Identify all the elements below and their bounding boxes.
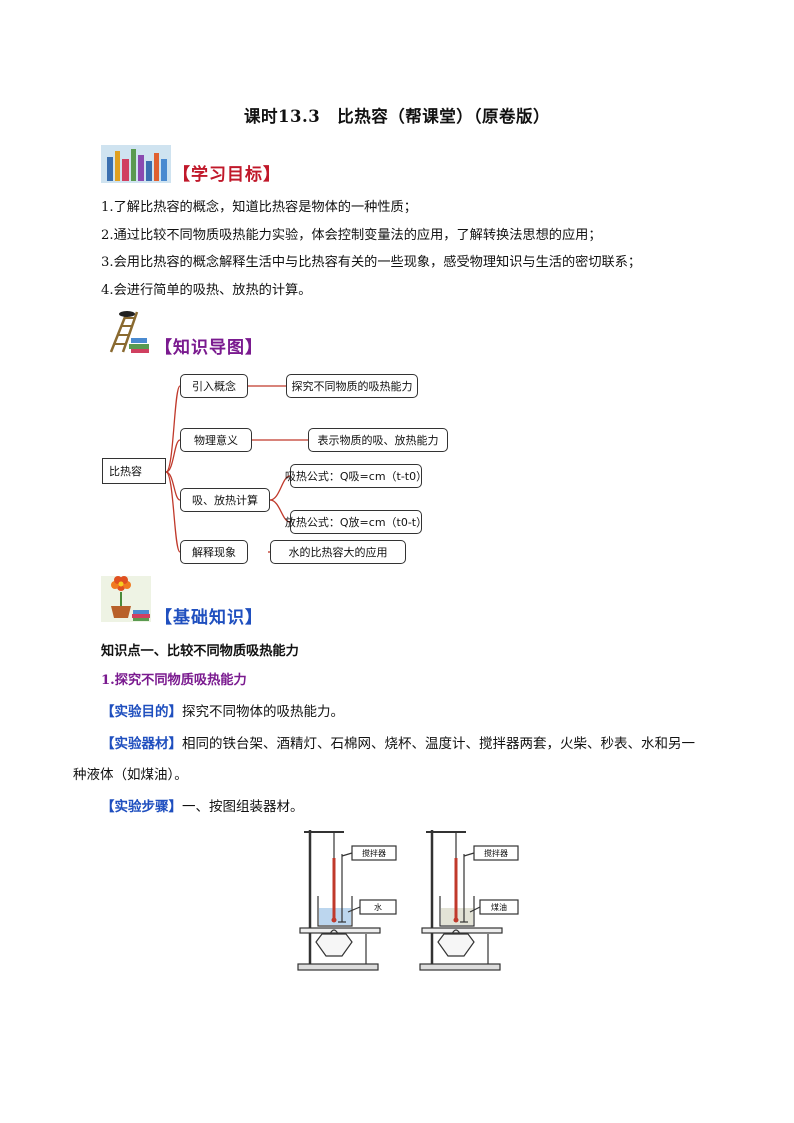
experiment-figure: 搅拌器 水 搅拌器 煤油	[294, 824, 540, 984]
map-leaf-release: 放热公式：Q放=cm（t0-t）	[285, 510, 427, 534]
left-stirrer-label: 搅拌器	[362, 849, 386, 858]
steps-tag: 【实验步骤】	[101, 799, 182, 815]
equipment-text: 相同的铁台架、酒精灯、石棉网、烧杯、温度计、搅拌器两套，火柴、秒表、水和另一	[182, 736, 695, 752]
right-stirrer-label: 搅拌器	[484, 849, 508, 858]
equipment-tag: 【实验器材】	[101, 736, 182, 752]
map-branch-phenomena: 解释现象	[180, 540, 248, 564]
left-liquid-label: 水	[374, 903, 382, 912]
purpose-line: 【实验目的】探究不同物体的吸热能力。	[101, 696, 731, 728]
steps-line: 【实验步骤】一、按图组装器材。	[101, 791, 731, 823]
map-label: 【知识导图】	[155, 338, 263, 358]
knowledge-point-title: 知识点一、比较不同物质吸热能力	[101, 644, 299, 659]
map-branch-meaning: 物理意义	[180, 428, 252, 452]
map-branch-concept: 引入概念	[180, 374, 248, 398]
goal-item: 3.会用比热容的概念解释生活中与比热容有关的一些现象，感受物理知识与生活的密切联…	[101, 255, 642, 270]
knowledge-map: 比热容 引入概念 探究不同物质的吸热能力 物理意义 表示物质的吸、放热能力 吸、…	[100, 372, 460, 572]
equipment-line-2: 种液体（如煤油）。	[73, 767, 188, 783]
equipment-line: 【实验器材】相同的铁台架、酒精灯、石棉网、烧杯、温度计、搅拌器两套，火柴、秒表、…	[101, 728, 731, 760]
steps-text: 一、按图组装器材。	[182, 799, 304, 815]
page-title: 课时13.3 比热容（帮课堂）（原卷版）	[244, 107, 550, 126]
goal-item: 1.了解比热容的概念，知道比热容是物体的一种性质；	[101, 200, 417, 215]
goal-item: 2.通过比较不同物质吸热能力实验，体会控制变量法的应用，了解转换法思想的应用；	[101, 227, 602, 243]
apparatus-drawing	[297, 830, 519, 971]
subsection-title: 1.探究不同物质吸热能力	[101, 673, 247, 688]
flower-pot-icon	[101, 576, 151, 622]
basics-label: 【基础知识】	[155, 608, 263, 628]
purpose-text: 探究不同物体的吸热能力。	[182, 704, 344, 720]
goal-item: 4.会进行简单的吸热、放热的计算。	[101, 282, 312, 298]
books-icon	[101, 145, 171, 183]
goals-list: 1.了解比热容的概念，知道比热容是物体的一种性质； 2.通过比较不同物质吸热能力…	[101, 194, 741, 304]
goals-label: 【学习目标】	[173, 165, 281, 185]
ladder-books-icon	[109, 311, 149, 353]
map-leaf-absorb: 吸热公式：Q吸=cm（t-t0）	[285, 464, 427, 488]
map-leaf-phenomena: 水的比热容大的应用	[270, 540, 406, 564]
basics-header: 【基础知识】	[101, 576, 263, 628]
goals-header: 【学习目标】	[101, 145, 281, 185]
map-leaf-concept: 探究不同物质的吸热能力	[286, 374, 418, 398]
purpose-tag: 【实验目的】	[101, 704, 182, 720]
right-liquid-label: 煤油	[491, 903, 507, 912]
map-header: 【知识导图】	[101, 308, 263, 358]
map-leaf-meaning: 表示物质的吸、放热能力	[308, 428, 448, 452]
map-root-node: 比热容	[102, 458, 166, 484]
map-branch-calc: 吸、放热计算	[180, 488, 270, 512]
